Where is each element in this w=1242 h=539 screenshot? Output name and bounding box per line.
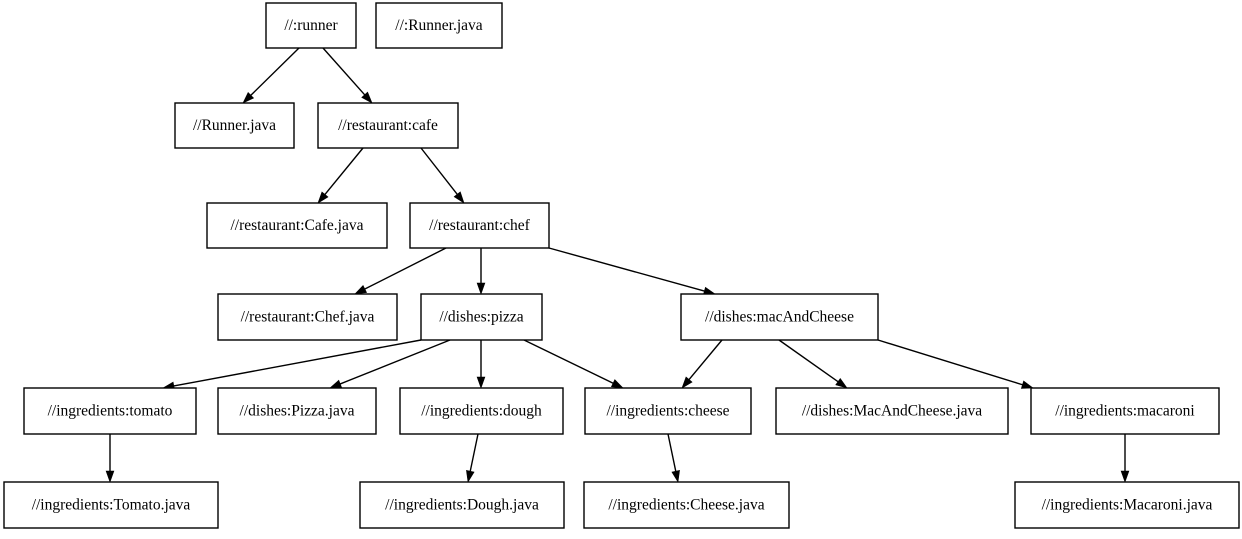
node-box-PizzaJava	[217, 387, 377, 435]
graph-node-MacaroniJava[interactable]: //ingredients:Macaroni.java	[1014, 481, 1240, 529]
node-label-RunnerJavaRoot: //:Runner.java	[395, 17, 483, 34]
node-label-CafeJava: //restaurant:Cafe.java	[231, 217, 364, 234]
node-label-MacAndCheeseJava: //dishes:MacAndCheese.java	[802, 403, 982, 420]
graph-node-MacAndCheeseJava[interactable]: //dishes:MacAndCheese.java	[775, 387, 1009, 435]
node-label-ChefJava: //restaurant:Chef.java	[241, 309, 375, 326]
node-label-cheese: //ingredients:cheese	[606, 403, 729, 420]
graph-node-macaroni[interactable]: //ingredients:macaroni	[1030, 387, 1220, 435]
graph-edge-pizza-to-cheese	[523, 339, 624, 389]
graph-edge-chef-to-ChefJava	[354, 247, 447, 295]
node-label-runner: //:runner	[284, 17, 338, 34]
graph-edge-runner-to-cafe	[322, 47, 373, 104]
graph-edge-pizza-to-PizzaJava	[329, 339, 451, 389]
node-box-cheese	[584, 387, 752, 435]
graph-edge-chef-to-macAndCheese	[548, 247, 716, 296]
node-label-macAndCheese: //dishes:macAndCheese	[705, 309, 854, 326]
node-box-MacAndCheeseJava	[775, 387, 1009, 435]
node-label-dough: //ingredients:dough	[421, 403, 542, 420]
graph-edge-chef-to-pizza	[476, 248, 486, 295]
node-box-macAndCheese	[680, 293, 879, 341]
node-box-runner	[265, 2, 357, 49]
node-box-RunnerJava	[174, 102, 295, 149]
graph-node-cheese[interactable]: //ingredients:cheese	[584, 387, 752, 435]
graph-edge-macaroni-to-MacaroniJava	[1120, 434, 1130, 483]
graph-edge-cafe-to-CafeJava	[317, 147, 364, 204]
graph-node-CafeJava[interactable]: //restaurant:Cafe.java	[206, 202, 388, 249]
node-box-macaroni	[1030, 387, 1220, 435]
graph-node-RunnerJavaRoot[interactable]: //:Runner.java	[375, 2, 503, 49]
node-box-MacaroniJava	[1014, 481, 1240, 529]
graph-edge-pizza-to-dough	[476, 340, 486, 389]
graph-edge-dough-to-DoughJava	[466, 433, 479, 483]
graph-edge-runner-to-RunnerJava	[242, 47, 300, 104]
graph-edge-pizza-to-tomato	[162, 339, 422, 391]
graph-node-macAndCheese[interactable]: //dishes:macAndCheese	[680, 293, 879, 341]
graph-node-chef[interactable]: //restaurant:chef	[409, 202, 550, 249]
node-label-macaroni: //ingredients:macaroni	[1055, 403, 1195, 420]
graph-node-TomatoJava[interactable]: //ingredients:Tomato.java	[3, 481, 219, 529]
graph-node-tomato[interactable]: //ingredients:tomato	[23, 387, 197, 435]
graph-edge-cheese-to-CheeseJava	[667, 433, 680, 483]
node-label-PizzaJava: //dishes:Pizza.java	[240, 403, 355, 420]
node-box-tomato	[23, 387, 197, 435]
graph-edge-cafe-to-chef	[420, 147, 465, 204]
node-box-DoughJava	[359, 481, 565, 529]
graph-node-cafe[interactable]: //restaurant:cafe	[317, 102, 459, 149]
graph-node-pizza[interactable]: //dishes:pizza	[420, 293, 543, 341]
graph-edge-macAndCheese-to-cheese	[681, 339, 723, 389]
node-label-RunnerJava: //Runner.java	[193, 117, 276, 134]
graph-node-ChefJava[interactable]: //restaurant:Chef.java	[217, 293, 398, 341]
node-label-cafe: //restaurant:cafe	[338, 117, 438, 134]
node-box-chef	[409, 202, 550, 249]
node-label-tomato: //ingredients:tomato	[48, 403, 173, 420]
node-label-chef: //restaurant:chef	[429, 217, 531, 234]
node-box-TomatoJava	[3, 481, 219, 529]
graph-node-CheeseJava[interactable]: //ingredients:Cheese.java	[583, 481, 790, 529]
node-label-pizza: //dishes:pizza	[439, 309, 523, 326]
node-label-TomatoJava: //ingredients:Tomato.java	[32, 497, 191, 514]
node-box-ChefJava	[217, 293, 398, 341]
graph-edge-tomato-to-TomatoJava	[105, 434, 115, 483]
graph-node-PizzaJava[interactable]: //dishes:Pizza.java	[217, 387, 377, 435]
graph-node-DoughJava[interactable]: //ingredients:Dough.java	[359, 481, 565, 529]
node-label-DoughJava: //ingredients:Dough.java	[385, 497, 539, 514]
graph-node-runner[interactable]: //:runner	[265, 2, 357, 49]
graph-edge-macAndCheese-to-MacAndCheeseJava	[778, 339, 848, 389]
graph-edges-layer	[105, 47, 1130, 483]
node-box-RunnerJavaRoot	[375, 2, 503, 49]
graph-node-dough[interactable]: //ingredients:dough	[399, 387, 564, 435]
node-box-CheeseJava	[583, 481, 790, 529]
node-box-CafeJava	[206, 202, 388, 249]
graph-nodes-layer: //:runner //:Runner.java //Runner.java //re…	[3, 2, 1240, 529]
node-label-CheeseJava: //ingredients:Cheese.java	[608, 497, 764, 514]
node-label-MacaroniJava: //ingredients:Macaroni.java	[1042, 497, 1213, 514]
graph-edge-macAndCheese-to-macaroni	[877, 339, 1034, 389]
node-box-pizza	[420, 293, 543, 341]
graph-node-RunnerJava[interactable]: //Runner.java	[174, 102, 295, 149]
node-box-cafe	[317, 102, 459, 149]
node-box-dough	[399, 387, 564, 435]
